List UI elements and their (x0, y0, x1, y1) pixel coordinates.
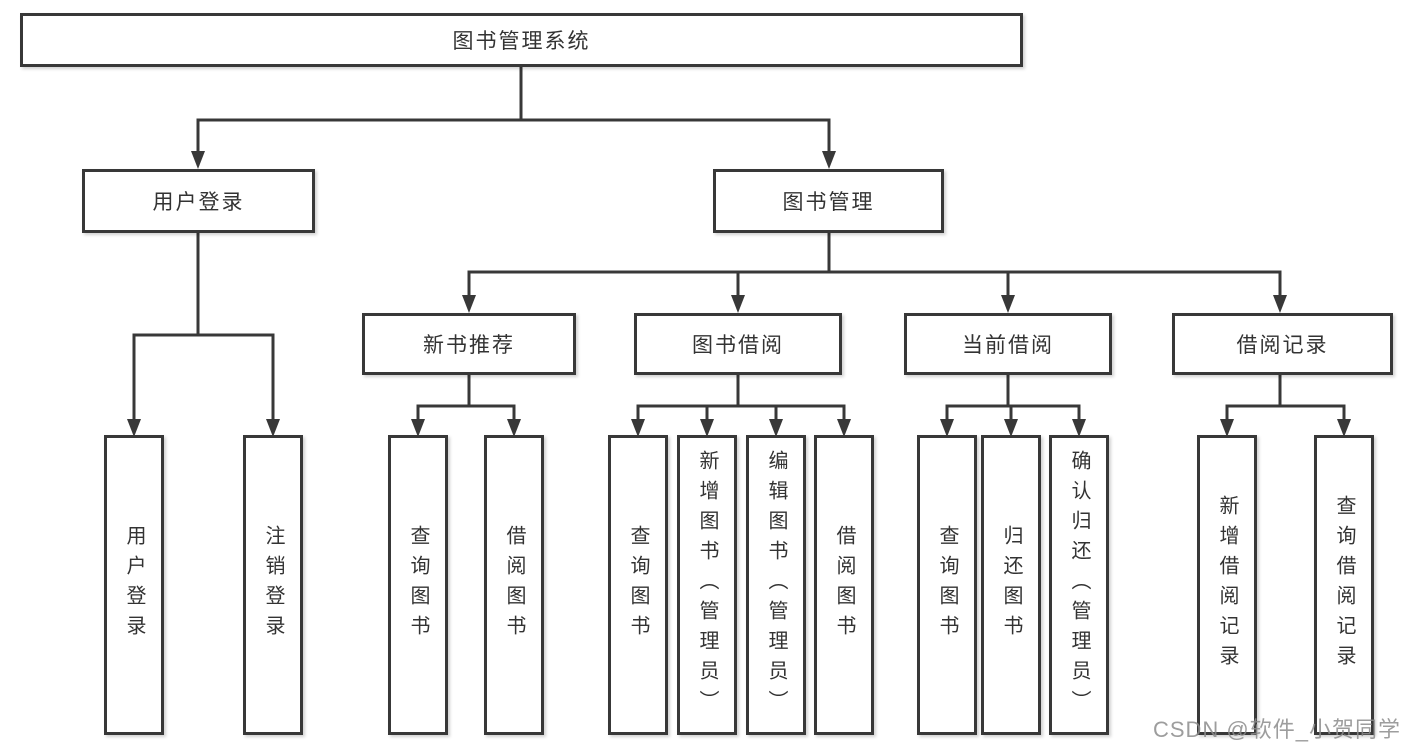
node-user-login-label: 用户登录 (152, 191, 245, 214)
leaf-edit-books-admin: 编辑图书（管理员） (746, 435, 806, 735)
leaf-borrow-query-books: 查询图书 (608, 435, 668, 735)
node-borrow-records-label: 借阅记录 (1236, 334, 1329, 357)
leaf-user-login-label: 用户登录 (123, 525, 145, 645)
node-current-borrow-label: 当前借阅 (962, 334, 1054, 357)
node-book-management-label: 图书管理 (782, 191, 875, 214)
node-root-system: 图书管理系统 (20, 13, 1023, 67)
leaf-recommend-borrow-books: 借阅图书 (484, 435, 544, 735)
node-borrow-records: 借阅记录 (1172, 313, 1393, 375)
node-book-borrow-label: 图书借阅 (692, 334, 784, 357)
node-book-management: 图书管理 (713, 169, 944, 233)
leaf-query-borrow-record-label: 查询借阅记录 (1333, 495, 1355, 675)
leaf-recommend-query-books-label: 查询图书 (407, 525, 429, 645)
arrowheads (127, 151, 1351, 437)
node-root-label: 图书管理系统 (452, 30, 591, 53)
node-new-book-recommend-label: 新书推荐 (423, 334, 515, 357)
node-current-borrow: 当前借阅 (904, 313, 1112, 375)
leaf-current-query-books: 查询图书 (917, 435, 977, 735)
leaf-user-login: 用户登录 (104, 435, 164, 735)
node-user-login: 用户登录 (82, 169, 315, 233)
csdn-watermark: CSDN @软件_小贺同学 (1152, 717, 1401, 742)
leaf-borrow-query-books-label: 查询图书 (627, 525, 649, 645)
leaf-add-books-admin: 新增图书（管理员） (677, 435, 737, 735)
leaf-confirm-return-admin-label: 确认归还（管理员） (1068, 450, 1090, 720)
leaf-add-books-admin-label: 新增图书（管理员） (696, 450, 718, 720)
leaf-confirm-return-admin: 确认归还（管理员） (1049, 435, 1109, 735)
leaf-query-borrow-record: 查询借阅记录 (1314, 435, 1374, 735)
leaf-recommend-query-books: 查询图书 (388, 435, 448, 735)
leaf-logout-label: 注销登录 (262, 525, 284, 645)
leaf-logout: 注销登录 (243, 435, 303, 735)
leaf-edit-books-admin-label: 编辑图书（管理员） (765, 450, 787, 720)
node-new-book-recommend: 新书推荐 (362, 313, 576, 375)
leaf-return-books-label: 归还图书 (1000, 525, 1022, 645)
leaf-borrow-books: 借阅图书 (814, 435, 874, 735)
leaf-current-query-books-label: 查询图书 (936, 525, 958, 645)
leaf-return-books: 归还图书 (981, 435, 1041, 735)
leaf-recommend-borrow-books-label: 借阅图书 (503, 525, 525, 645)
leaf-add-borrow-record: 新增借阅记录 (1197, 435, 1257, 735)
leaf-borrow-books-label: 借阅图书 (833, 525, 855, 645)
leaf-add-borrow-record-label: 新增借阅记录 (1216, 495, 1238, 675)
node-book-borrow: 图书借阅 (634, 313, 842, 375)
